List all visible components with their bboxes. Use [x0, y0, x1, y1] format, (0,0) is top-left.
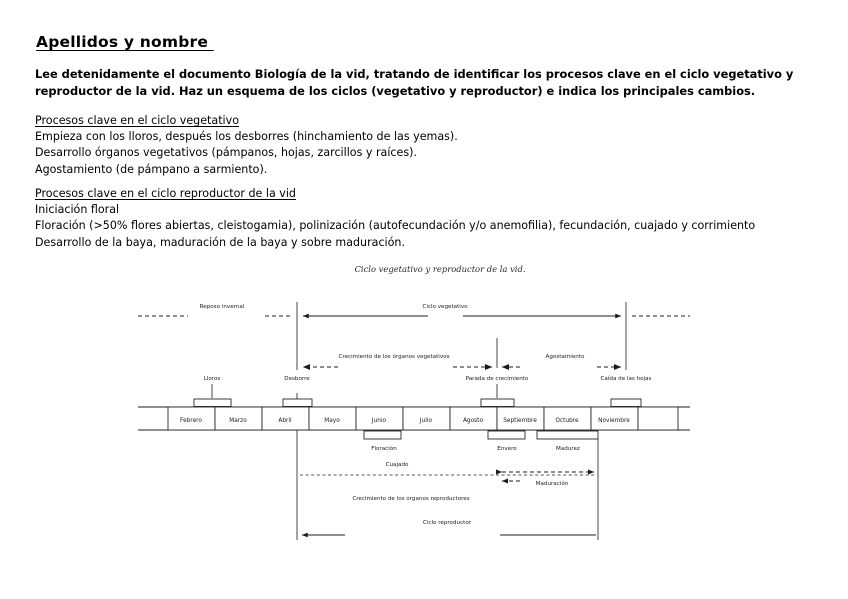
intro-line-1: Lee detenidamente el documento Biología … [35, 67, 794, 81]
month-label: Junio [371, 418, 387, 424]
label-parada-de-crecimiento: Parada de crecimiento [466, 376, 529, 382]
month-table: Febrero Marzo Abril Mayo Junio Julio Ago… [167, 406, 679, 431]
section-vegetative-line-2: Desarrollo órganos vegetativos (pámpanos… [35, 146, 417, 160]
marker-caida-hojas [610, 398, 642, 407]
label-madurez: Madurez [556, 446, 580, 452]
month-label: Septiembre [503, 418, 537, 424]
section-vegetative-heading: Procesos clave en el ciclo vegetativo [35, 114, 239, 127]
section-reproductive-cycle: Procesos clave en el ciclo reproductor d… [35, 186, 755, 251]
label-lloros: Lloros [204, 376, 221, 382]
label-cuajado: Cuajado [386, 462, 409, 468]
section-reproductive-line-2: Floración (>50% flores abiertas, cleisto… [35, 219, 756, 233]
bar-envero [487, 430, 526, 440]
label-crecimiento-organos-reproductores: Crecimiento de los organos reproductores [352, 496, 469, 502]
section-reproductive-line-3: Desarrollo de la baya, maduración de la … [35, 235, 405, 249]
section-vegetative-cycle: Procesos clave en el ciclo vegetativo Em… [35, 113, 458, 178]
month-label: Noviembre [598, 418, 630, 424]
month-label: Agosto [463, 418, 483, 424]
month-label: Mayo [324, 418, 340, 424]
month-label: Julio [419, 418, 433, 424]
marker-lloros [193, 398, 232, 407]
month-cell [637, 406, 679, 431]
figure-ciclo-vid: Ciclo vegetativo y reproductor de la vid… [0, 250, 848, 550]
marker-parada-crecimiento [480, 398, 515, 407]
label-desborre: Desborre [284, 376, 310, 382]
intro-line-2: reproductor de la vid. Haz un esquema de… [35, 83, 756, 98]
label-crecimiento-organos-vegetativos: Crecimiento de los órganos vegetativos [339, 353, 450, 360]
section-reproductive-line-1: Iniciación floral [35, 203, 120, 217]
intro-paragraph: Lee detenidamente el documento Biología … [35, 66, 817, 99]
label-ciclo-reproductor: Ciclo reproductor [423, 520, 472, 526]
marker-desborre [282, 398, 313, 407]
label-reposo-invernal: Reposo invernal [200, 304, 245, 310]
page-title: Apellidos y nombre [36, 33, 214, 51]
month-label: Abril [278, 418, 292, 424]
label-ciclo-vegetativo: Ciclo vegetativo [422, 304, 468, 310]
label-maduracion: Maduración [536, 480, 569, 487]
month-label: Marzo [229, 418, 247, 424]
label-floracion: Floración [371, 445, 397, 452]
section-vegetative-line-1: Empieza con los lloros, después los desb… [35, 130, 458, 144]
bar-floracion [363, 430, 402, 440]
figure-title: Ciclo vegetativo y reproductor de la vid… [354, 264, 525, 274]
bar-madurez [536, 430, 599, 440]
label-agostamiento: Agostamiento [546, 354, 586, 360]
label-envero: Envero [497, 446, 517, 452]
section-vegetative-line-3: Agostamiento (de pámpano a sarmiento). [35, 162, 268, 176]
label-caida-de-las-hojas: Caída de las hojas [601, 375, 652, 382]
month-label: Febrero [180, 418, 202, 424]
month-label: Octubre [555, 418, 579, 424]
section-reproductive-heading: Procesos clave en el ciclo reproductor d… [35, 187, 296, 200]
